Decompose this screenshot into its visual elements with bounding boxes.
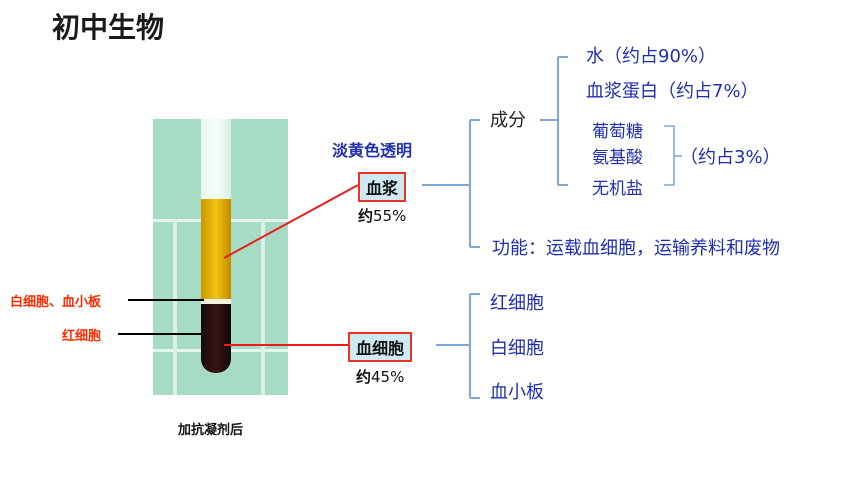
rack-bar xyxy=(261,219,265,395)
cell-type-rbc: 红细胞 xyxy=(490,293,544,314)
rack-bar xyxy=(173,219,177,395)
plasma-function: 功能：运载血细胞，运输养料和废物 xyxy=(492,238,780,259)
small-items-bracket xyxy=(664,125,682,186)
page-title: 初中生物 xyxy=(52,11,165,44)
composition-label: 成分 xyxy=(490,110,526,131)
composition-protein: 血浆蛋白（约占7%） xyxy=(586,81,759,102)
blood-cell-layer xyxy=(201,304,231,373)
composition-inorganic-salt: 无机盐 xyxy=(592,179,643,199)
composition-bracket xyxy=(540,56,568,186)
cell-type-platelet: 血小板 xyxy=(490,382,544,403)
composition-amino-acid: 氨基酸 xyxy=(592,148,643,168)
label-wbc-platelet: 白细胞、血小板 xyxy=(10,295,102,310)
cells-percent: 约45% xyxy=(356,368,405,386)
composition-glucose: 葡萄糖 xyxy=(592,122,643,142)
plasma-description: 淡黄色透明 xyxy=(332,141,413,160)
small-items-share: （约占3%） xyxy=(680,147,781,168)
cells-bracket xyxy=(436,293,480,399)
cells-box: 血细胞 xyxy=(348,332,413,362)
cell-type-wbc: 白细胞 xyxy=(490,338,544,359)
buffy-coat-layer xyxy=(201,299,231,304)
pointer-line-plasma xyxy=(223,184,359,259)
label-rbc: 红细胞 xyxy=(62,329,102,344)
plasma-percent: 约55% xyxy=(358,207,407,225)
plasma-box: 血浆 xyxy=(358,172,407,202)
composition-water: 水（约占90%） xyxy=(586,46,717,67)
caption: 加抗凝剂后 xyxy=(178,423,244,438)
plasma-layer xyxy=(201,199,231,299)
test-tube-photo xyxy=(153,119,288,395)
plasma-bracket xyxy=(422,119,480,248)
